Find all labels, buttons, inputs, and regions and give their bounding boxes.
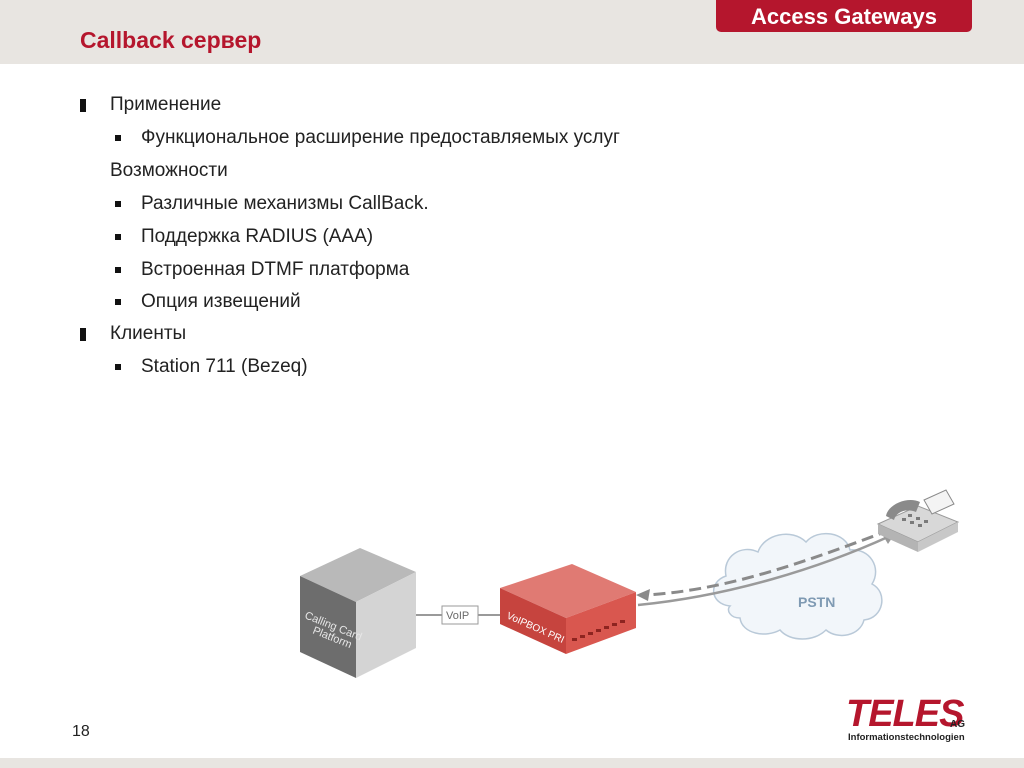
network-diagram: PSTN VoIP Calling Card Platform VoIPBOX …	[300, 489, 960, 678]
list-item: Функциональное расширение предоставляемы…	[141, 127, 620, 148]
bullet-marker	[80, 99, 86, 112]
phone-icon	[876, 489, 960, 552]
slide-title: Callback сервер	[80, 27, 262, 53]
logo-tagline: Informationstechnologien	[848, 732, 965, 743]
bullet-marker	[80, 328, 86, 341]
page-number: 18	[72, 723, 90, 740]
gateway-device-icon: VoIPBOX PRI	[500, 564, 636, 654]
section-label: Применение	[110, 94, 222, 115]
logo-suffix: AG	[950, 719, 965, 730]
bullet-marker	[115, 201, 121, 207]
logo-wordmark: TELES	[846, 693, 964, 735]
server-cube-icon: Calling Card Platform	[300, 548, 416, 678]
bullet-marker	[115, 267, 121, 273]
footer-band	[0, 758, 1024, 768]
bullet-marker	[115, 364, 121, 370]
bullet-marker	[115, 234, 121, 240]
list-item: Station 711 (Bezeq)	[141, 356, 308, 377]
cloud-icon: PSTN	[713, 532, 883, 640]
list-item: Различные механизмы CallBack.	[141, 193, 429, 214]
teles-logo: TELES AG Informationstechnologien	[846, 693, 965, 743]
list-item: Опция извещений	[141, 291, 301, 312]
bullet-marker	[115, 299, 121, 305]
arrowhead	[636, 589, 650, 601]
section-label: Клиенты	[110, 323, 187, 344]
section-label: Возможности	[110, 160, 228, 181]
voip-label-box: VoIP	[441, 605, 479, 625]
voip-label: VoIP	[446, 610, 469, 622]
callback-dashed-line	[645, 528, 891, 597]
list-item: Встроенная DTMF платформа	[141, 259, 410, 280]
list-item: Поддержка RADIUS (AAA)	[141, 226, 374, 247]
cloud-label: PSTN	[798, 594, 835, 610]
brand-tab: Access Gateways	[716, 0, 972, 32]
bullet-marker	[115, 135, 121, 141]
call-solid-line	[637, 534, 891, 607]
